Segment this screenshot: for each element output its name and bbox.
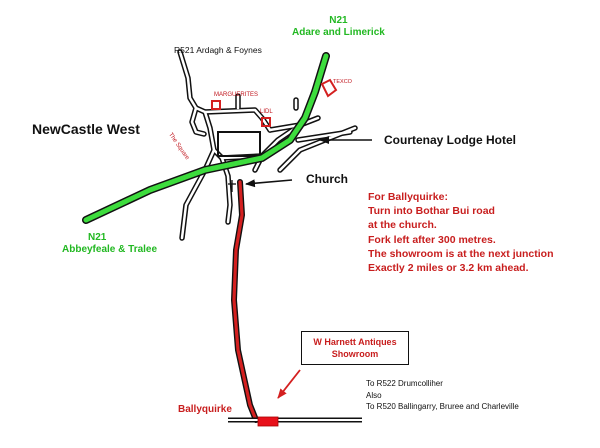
ballyquirke-label: Ballyquirke xyxy=(178,404,232,415)
town-streets xyxy=(177,49,358,241)
n21-north-code: N21 xyxy=(329,15,348,26)
marguerites-marker xyxy=(211,100,221,110)
lidl-label: LIDL xyxy=(260,109,273,115)
showroom-arrow xyxy=(277,369,301,399)
directions-line: The showroom is at the next junction xyxy=(368,247,554,260)
n21-south-code: N21 xyxy=(88,232,107,243)
r521-label: R521 Ardagh & Foynes xyxy=(174,45,262,55)
hotel-label: Courtenay Lodge Hotel xyxy=(384,133,517,147)
texaco-label: TEXCO xyxy=(333,79,352,85)
directions-line: at the church. xyxy=(368,219,437,232)
route-to-showroom xyxy=(231,179,259,423)
showroom-callout: W Harnett Antiques Showroom xyxy=(301,331,409,365)
showroom-name: W Harnett Antiques xyxy=(313,337,397,347)
directions-heading: For Ballyquirke: xyxy=(368,191,448,203)
n21-north-label: N21 Adare and Limerick xyxy=(292,15,385,38)
showroom-marker xyxy=(257,416,279,427)
onward-roads-label: To R522 Drumcolliher Also To R520 Ballin… xyxy=(366,378,519,413)
n21-north-destination: Adare and Limerick xyxy=(292,26,385,38)
church-arrow xyxy=(245,179,293,188)
also-line: Also xyxy=(366,390,382,400)
n21-road xyxy=(82,52,330,224)
the-square-block xyxy=(217,131,261,157)
r522-line: To R522 Drumcolliher xyxy=(366,379,443,388)
directions-line: Turn into Bothar Bui road xyxy=(368,205,495,218)
showroom-subtitle: Showroom xyxy=(331,349,379,359)
town-name-label: NewCastle West xyxy=(32,121,140,137)
lidl-marker xyxy=(261,117,271,127)
directions-line: Exactly 2 miles or 3.2 km ahead. xyxy=(368,262,529,275)
marguerites-label: MARGUERITES xyxy=(214,92,259,98)
n21-south-label: N21 Abbeyfeale & Tralee xyxy=(62,232,157,255)
texaco-marker xyxy=(320,78,338,98)
directions-line: Fork left after 300 metres. xyxy=(368,233,496,246)
n21-south-destination: Abbeyfeale & Tralee xyxy=(62,243,158,255)
r520-line: To R520 Ballingarry, Bruree and Charlevi… xyxy=(366,402,519,411)
directions-block: For Ballyquirke: Turn into Bothar Bui ro… xyxy=(368,190,554,275)
church-label: Church xyxy=(306,172,348,186)
church-cross-icon xyxy=(228,180,236,192)
